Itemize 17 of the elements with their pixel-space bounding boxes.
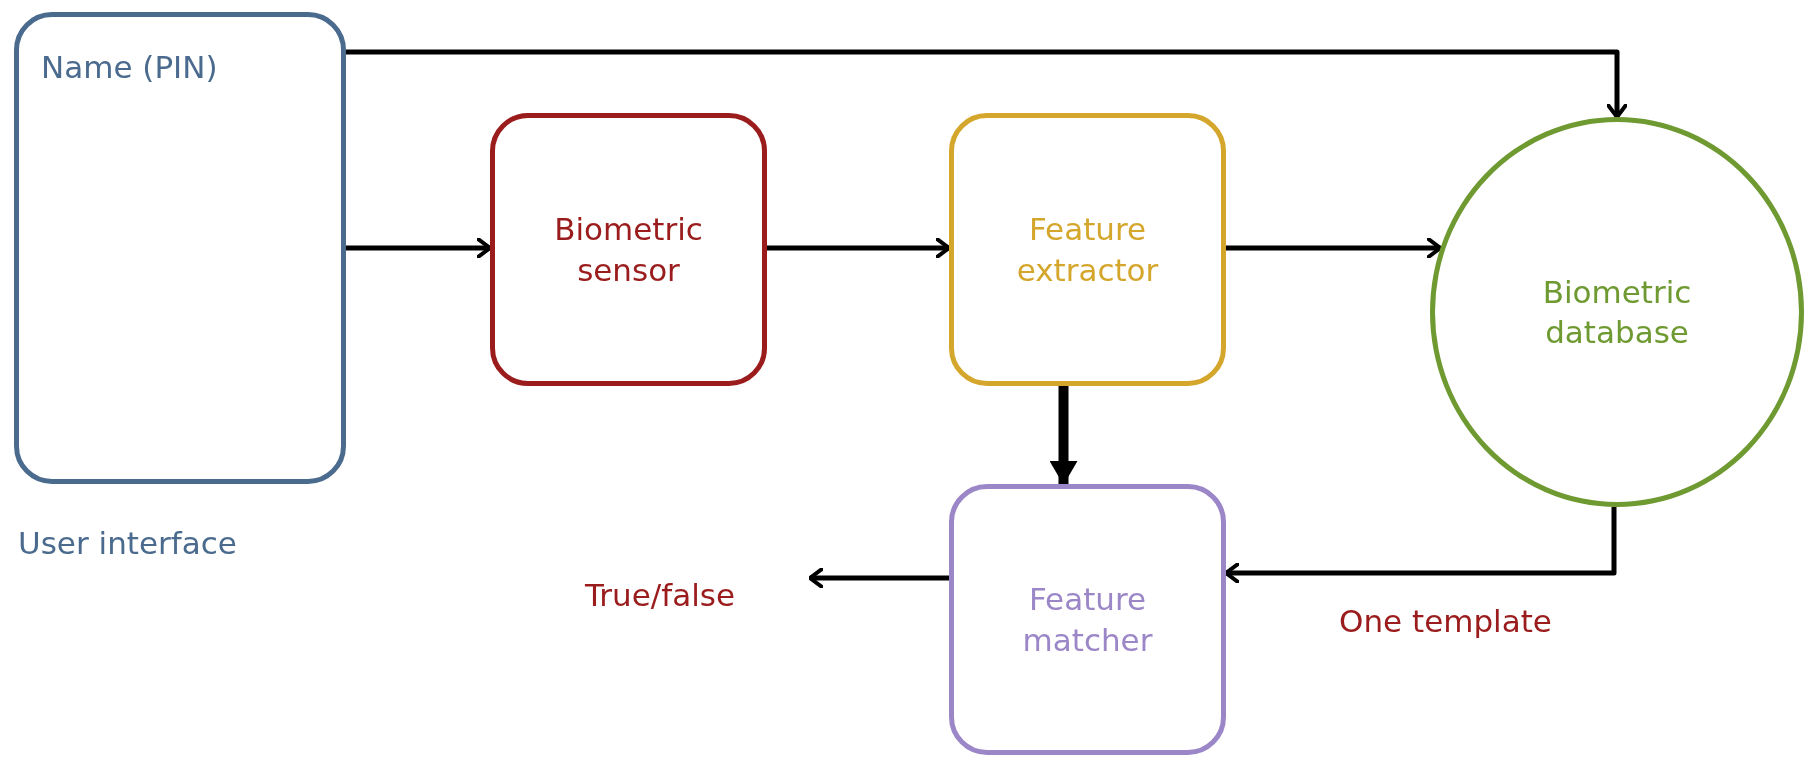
arrow — [1049, 386, 1078, 485]
arrow — [346, 49, 1628, 119]
interface-box — [14, 12, 346, 484]
arrow — [1224, 506, 1617, 584]
process-box — [949, 113, 1226, 386]
output-text: True/false — [584, 575, 735, 615]
process-box — [949, 484, 1226, 755]
node-label: Feature matcher — [1021, 580, 1154, 660]
caption-text: User interface — [18, 525, 237, 561]
arrow — [767, 237, 951, 259]
arrow — [346, 237, 492, 259]
node-label: Feature extractor — [1015, 210, 1160, 290]
node-label: Name (PIN) — [41, 48, 218, 87]
node-label: Biometric database — [1541, 272, 1693, 352]
process-box — [490, 113, 767, 386]
arrow — [808, 567, 949, 589]
node-label: Biometric sensor — [553, 210, 704, 290]
